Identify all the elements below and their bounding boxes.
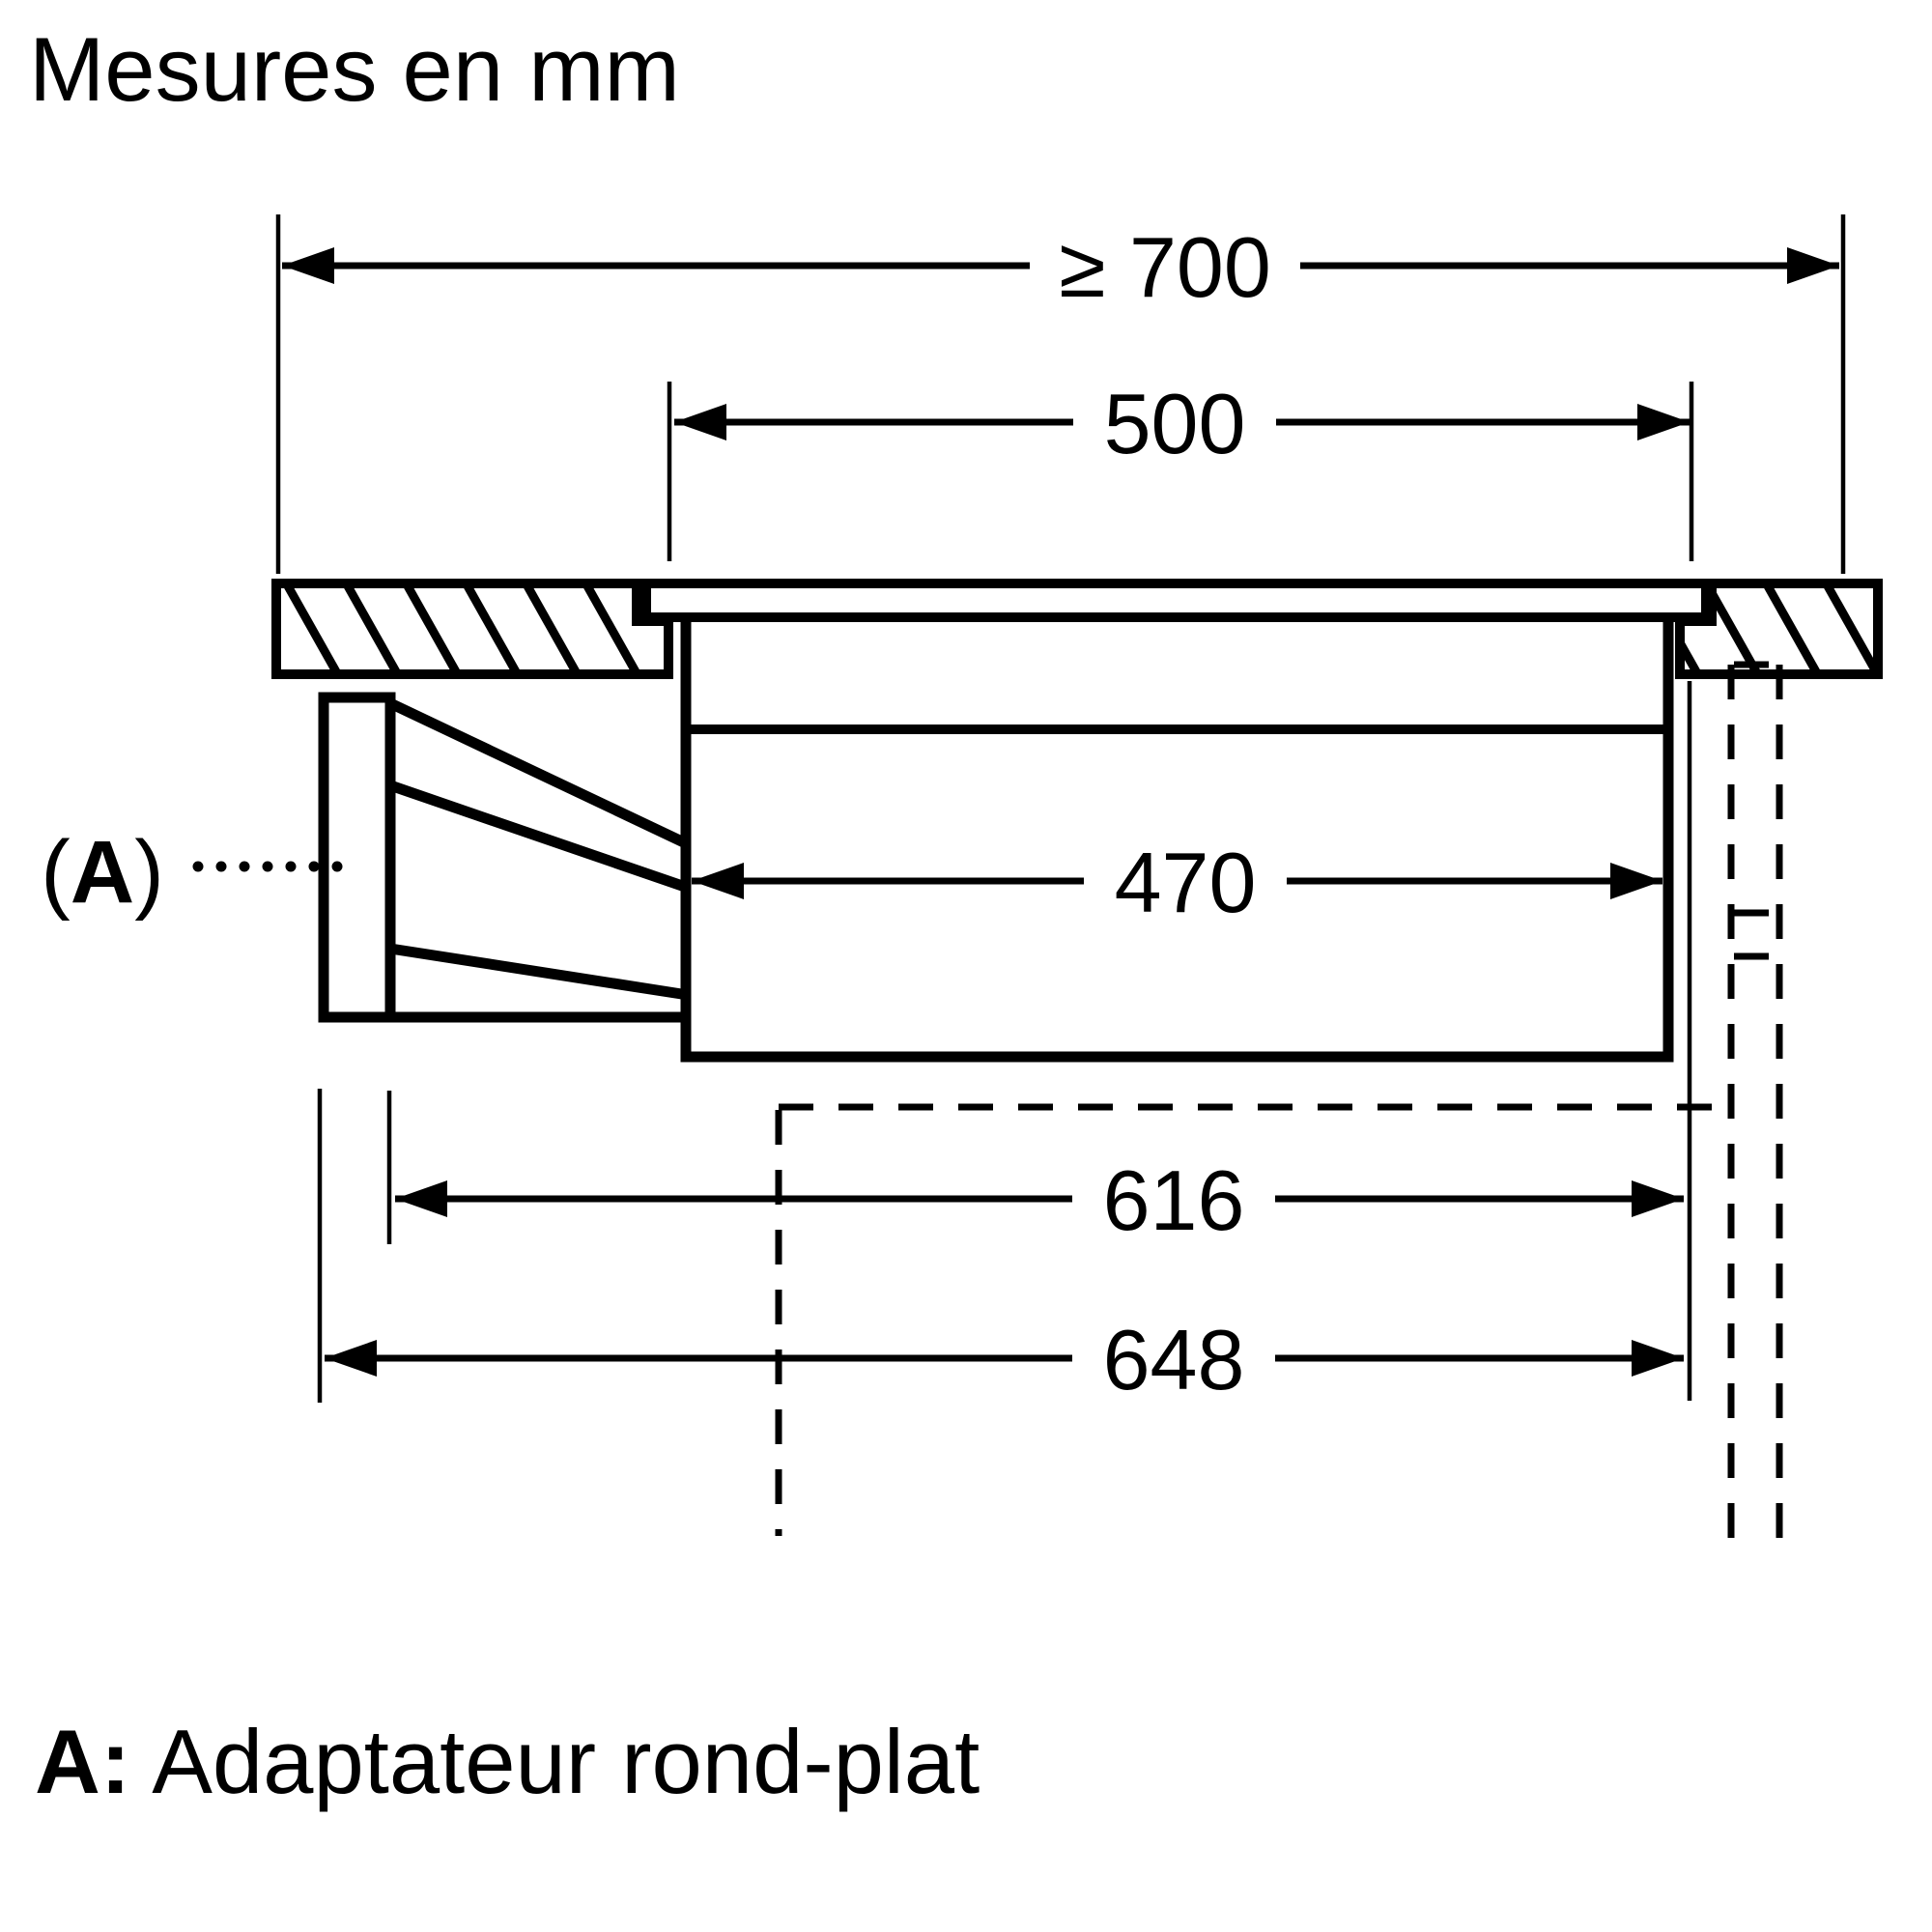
dimension-housing-width	[692, 863, 1662, 899]
legend-text: Adaptateur rond-plat	[152, 1711, 980, 1812]
legend-note: A:Adaptateur rond-plat	[35, 1711, 980, 1812]
dim-label-cutout-width: 500	[1104, 376, 1246, 471]
dimension-worktop-min-width	[282, 247, 1839, 284]
dim-label-housing-width: 470	[1115, 835, 1257, 930]
extension-lines	[275, 214, 1846, 1403]
arrowhead-left-icon	[325, 1340, 377, 1377]
duct-adapter	[318, 692, 396, 1023]
worktop-left-section	[271, 579, 673, 679]
glass-panel	[641, 579, 1711, 622]
callout-leader-dots	[192, 861, 343, 872]
section-drawing	[192, 214, 1883, 1559]
worktop-left-hatch	[276, 583, 668, 674]
arrowhead-left-icon	[395, 1180, 447, 1217]
dim-label-adapter-clearance-width: 616	[1103, 1152, 1245, 1248]
arrowhead-right-icon	[1787, 247, 1839, 284]
arrowhead-right-icon	[1632, 1180, 1684, 1217]
dimension-adapter-clearance-width	[395, 1180, 1684, 1217]
callout-paren-open: (	[41, 823, 71, 922]
duct-dashed-outline	[775, 661, 1783, 1559]
callout-a-label: (A)	[41, 823, 164, 922]
dimension-cutout-width	[674, 404, 1690, 440]
dim-label-worktop-min-width: ≥ 700	[1059, 219, 1271, 315]
arrowhead-right-icon	[1610, 863, 1662, 899]
arrowhead-right-icon	[1637, 404, 1690, 440]
arrowhead-left-icon	[692, 863, 744, 899]
callout-letter: A	[71, 823, 134, 922]
legend-key: A:	[35, 1711, 130, 1812]
diagram-labels: Mesures en mm ≥ 700 500 470 616 648 (A) …	[29, 18, 1271, 1812]
page-title: Mesures en mm	[29, 18, 680, 120]
arrowhead-left-icon	[282, 247, 334, 284]
callout-paren-close: )	[134, 823, 164, 922]
transition-funnel	[387, 698, 691, 1023]
arrowhead-right-icon	[1632, 1340, 1684, 1377]
arrowhead-left-icon	[674, 404, 726, 440]
hob-body	[680, 617, 1674, 1063]
dim-label-overall-width: 648	[1103, 1312, 1245, 1407]
dimension-overall-width	[325, 1340, 1684, 1377]
